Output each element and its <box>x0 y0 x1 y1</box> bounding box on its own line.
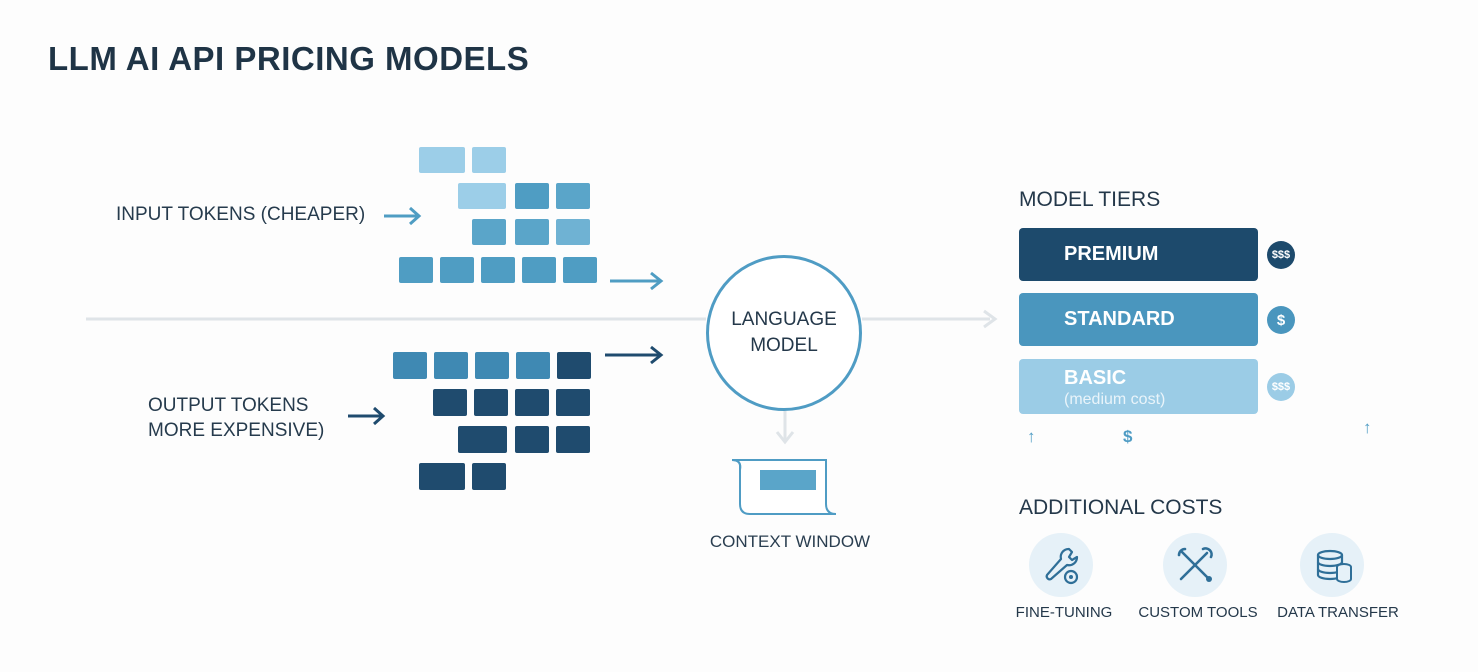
output-token <box>433 389 467 416</box>
up-arrow-icon: ↑ <box>1363 418 1372 437</box>
output-token <box>515 389 549 416</box>
tier-basic-label: BASIC <box>1064 367 1127 389</box>
page-title: LLM AI API PRICING MODELS <box>48 40 530 77</box>
input-arrow-icon <box>384 206 422 226</box>
output-arrow-icon <box>348 406 386 426</box>
output-token <box>557 352 591 379</box>
scroll-icon <box>731 459 837 515</box>
tier-standard-label: STANDARD <box>1064 308 1175 330</box>
output-tokens-label: OUTPUT TOKENS MORE EXPENSIVE) <box>148 393 324 443</box>
output-token <box>475 352 509 379</box>
output-token <box>516 352 550 379</box>
output-token <box>472 463 506 490</box>
language-model-line1: LANGUAGE <box>731 309 837 330</box>
input-token <box>556 219 590 245</box>
output-tokens-label-line1: OUTPUT TOKENS <box>148 395 309 416</box>
input-token <box>458 183 506 209</box>
output-token <box>556 426 590 453</box>
output-token <box>474 389 508 416</box>
dollar-icon: $ <box>1123 427 1133 446</box>
output-to-model-arrow-icon <box>605 345 664 365</box>
database-icon <box>1316 549 1352 583</box>
model-tiers-title: MODEL TIERS <box>1019 188 1161 211</box>
standard-cost-badge: $ <box>1267 306 1295 334</box>
language-model-node: LANGUAGE MODEL <box>706 255 862 411</box>
input-token <box>515 219 549 245</box>
basic-cost-badge: $$$ <box>1267 373 1295 401</box>
crossed-tools-icon <box>1177 547 1213 582</box>
input-tokens-label: INPUT TOKENS (CHEAPER) <box>116 204 366 225</box>
output-token <box>419 463 465 490</box>
custom-tools-icon-badge <box>1163 533 1227 597</box>
additional-costs-title: ADDITIONAL COSTS <box>1019 496 1223 519</box>
input-token <box>563 257 597 283</box>
custom-tools-label: CUSTOM TOOLS <box>1138 604 1258 621</box>
up-arrow-icon: ↑ <box>1027 427 1036 446</box>
tier-basic-sublabel: (medium cost) <box>1064 391 1166 408</box>
input-token <box>515 183 549 209</box>
tier-premium: PREMIUM <box>1019 228 1258 281</box>
input-to-model-arrow-icon <box>610 271 664 291</box>
data-transfer-icon-badge <box>1300 533 1364 597</box>
output-token <box>556 389 590 416</box>
input-token <box>522 257 556 283</box>
input-token <box>419 147 465 173</box>
output-token <box>393 352 427 379</box>
premium-cost-badge: $$$ <box>1267 241 1295 269</box>
wrench-gear-icon <box>1045 547 1079 585</box>
output-tokens-label-line2: MORE EXPENSIVE) <box>148 420 325 441</box>
data-transfer-label: DATA TRANSFER <box>1277 604 1399 621</box>
context-window-label: CONTEXT WINDOW <box>709 532 871 551</box>
input-token <box>472 147 506 173</box>
tier-standard: STANDARD <box>1019 293 1258 346</box>
tier-premium-label: PREMIUM <box>1064 243 1159 265</box>
input-token <box>472 219 506 245</box>
input-token <box>481 257 515 283</box>
input-token <box>556 183 590 209</box>
output-token <box>515 426 549 453</box>
language-model-line2: MODEL <box>750 335 818 356</box>
fine-tuning-icon-badge <box>1029 533 1093 597</box>
input-token <box>399 257 433 283</box>
output-token <box>434 352 468 379</box>
tier-basic: BASIC (medium cost) <box>1019 359 1258 414</box>
input-token <box>440 257 474 283</box>
output-token <box>458 426 507 453</box>
fine-tuning-label: FINE-TUNING <box>1015 604 1113 621</box>
